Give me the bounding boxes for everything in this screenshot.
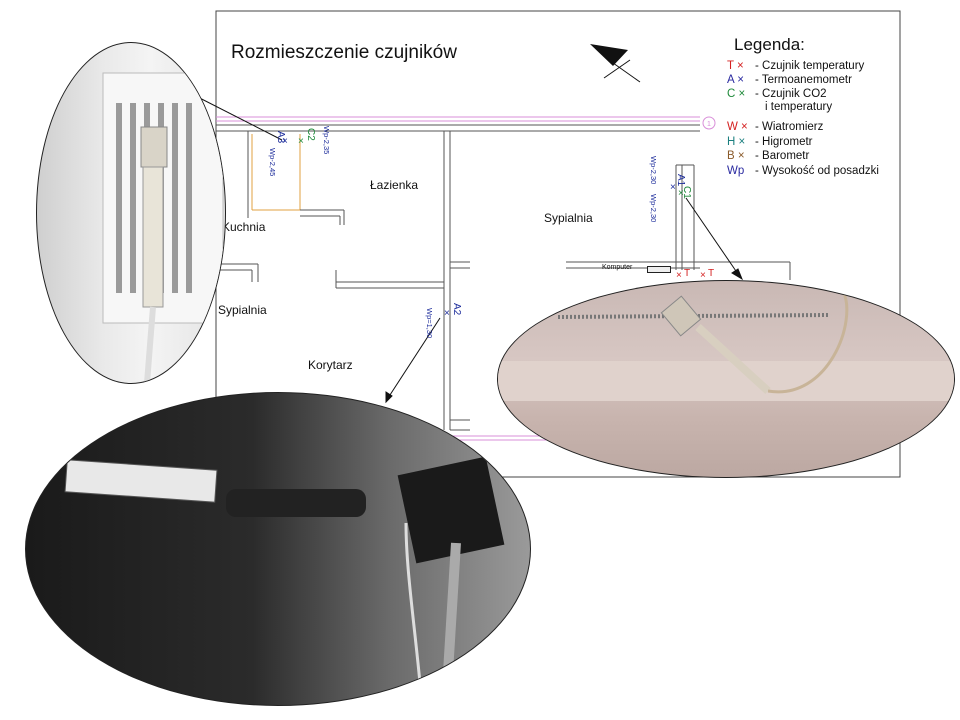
diagram-title: Rozmieszczenie czujników <box>231 42 457 63</box>
legend-label: i temperatury <box>765 101 833 113</box>
room-lazienka: Łazienka <box>370 178 419 192</box>
legend-label: - Wysokość od posadzki <box>755 165 879 177</box>
legend-row: A × - Termoanemometr <box>727 74 852 86</box>
sensor-marks: × × × × × × × <box>282 136 706 319</box>
sensor-mark-a2: × <box>444 308 450 319</box>
sensor-t1-label: T <box>684 268 691 279</box>
room-korytarz: Korytarz <box>308 358 353 372</box>
vent-grille-icon <box>102 72 224 383</box>
legend-code: B × <box>727 150 745 162</box>
room-sypialnia-right: Sypialnia <box>544 211 593 225</box>
legend-code: Wp <box>727 165 745 177</box>
legend-code: W × <box>727 121 748 133</box>
computer-label: Komputer <box>602 264 633 271</box>
legend-label: - Czujnik temperatury <box>755 60 865 72</box>
legend-title: Legenda: <box>734 35 805 54</box>
height-a2: Wp=1,30 <box>425 308 434 339</box>
sensor-a3-label: A3 <box>275 131 286 144</box>
legend-label: - Wiatromierz <box>755 121 824 133</box>
legend-label: - Higrometr <box>755 136 813 148</box>
room-sypialnia-left: Sypialnia <box>218 303 267 317</box>
sensor-mark-t2: × <box>700 270 706 281</box>
duct-marker-label: 1 <box>707 121 711 128</box>
legend-label: - Barometr <box>755 150 810 162</box>
legend-row: B × - Barometr <box>727 150 809 162</box>
height-a1: Wp-2,30 <box>649 156 658 185</box>
legend-code: C × <box>727 88 746 100</box>
tripod-sensor-icon <box>64 456 505 705</box>
photo-vent-sensor <box>36 42 226 384</box>
legend-row: T × - Czujnik temperatury <box>727 60 864 72</box>
kitchen-duct <box>251 134 301 211</box>
sensor-mark-t1: × <box>676 270 682 281</box>
sensor-mark-c1: × <box>678 188 684 199</box>
height-c1: Wp-2,30 <box>649 194 658 223</box>
sensor-a2-label: A2 <box>451 303 462 316</box>
sensor-mark-a3: × <box>282 136 288 147</box>
legend-row: C × - Czujnik CO2 <box>727 88 827 100</box>
legend-code: T × <box>727 60 744 72</box>
sensor-mark-a1: × <box>670 182 676 193</box>
legend-label: - Termoanemometr <box>755 74 852 86</box>
legend-row: W × - Wiatromierz <box>727 121 823 133</box>
sensor-c1-label: C1 <box>681 186 692 199</box>
window-sill-icon <box>498 290 954 401</box>
sensor-a1-label: A1 <box>675 174 686 187</box>
legend-row: Wp - Wysokość od posadzki <box>727 165 879 177</box>
photo-corridor-sensor <box>25 392 531 706</box>
room-kuchnia: Kuchnia <box>222 220 266 234</box>
legend-row: H × - Higrometr <box>727 136 813 148</box>
legend-label: - Czujnik CO2 <box>755 88 827 100</box>
legend-row: i temperatury <box>727 101 832 113</box>
computer-icon <box>647 266 671 273</box>
walls <box>216 124 791 431</box>
height-c2: Wp-2,35 <box>322 126 331 155</box>
duct-marker <box>702 116 716 130</box>
legend-code: H × <box>727 136 746 148</box>
photo-window-sensor <box>497 280 955 478</box>
sensor-c2-label: C2 <box>305 128 316 141</box>
north-arrow-icon <box>590 44 641 83</box>
sensor-mark-c2: × <box>298 136 304 147</box>
legend-code: A × <box>727 74 744 86</box>
height-a3: Wp-2,45 <box>268 148 277 177</box>
sensor-t2-label: T <box>708 268 715 279</box>
